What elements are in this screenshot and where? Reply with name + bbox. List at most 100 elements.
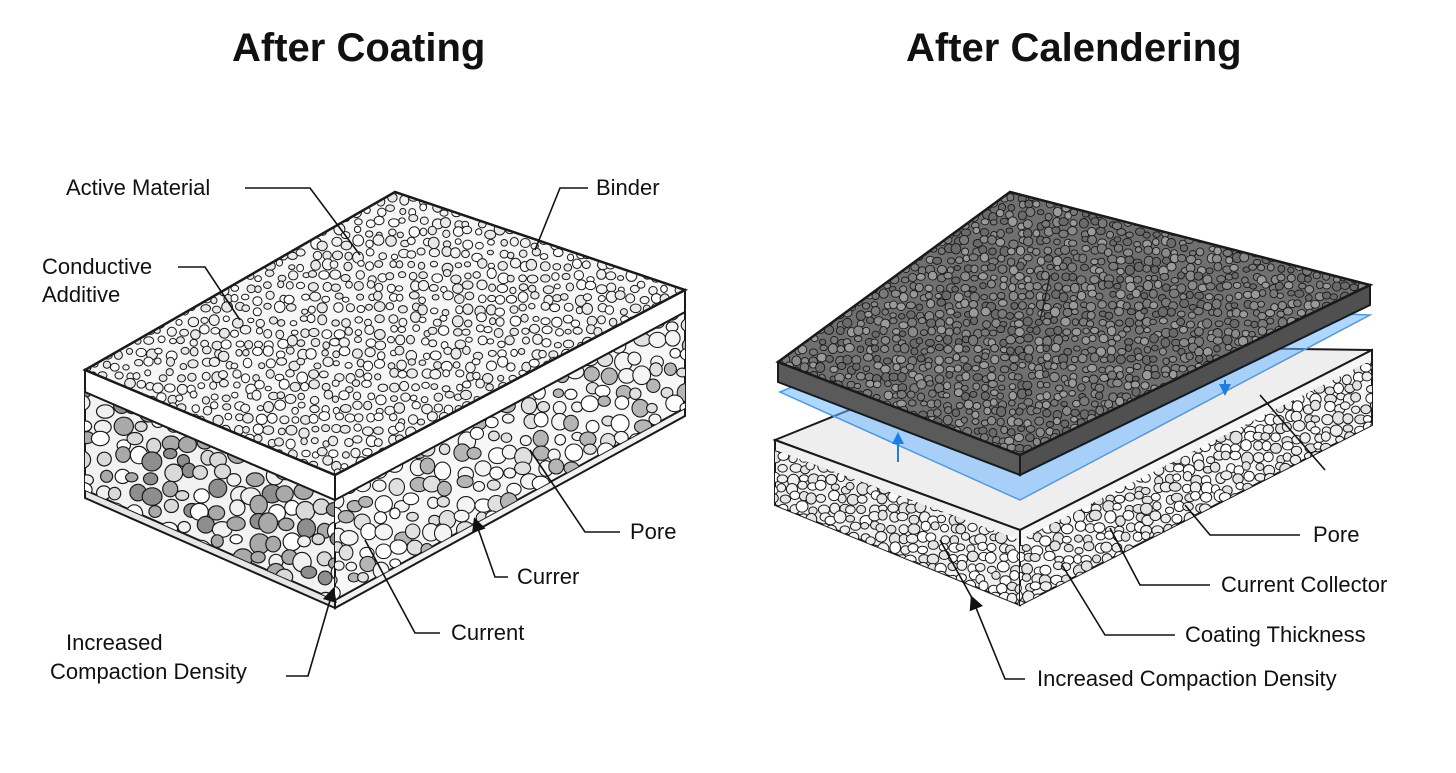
- particle: [1166, 546, 1174, 553]
- particle: [318, 571, 332, 585]
- particle: [389, 315, 398, 324]
- particle: [1285, 243, 1294, 253]
- particle: [1376, 525, 1385, 534]
- particle: [311, 260, 321, 270]
- particle: [583, 510, 599, 525]
- particle: [275, 438, 284, 446]
- particle: [1361, 251, 1368, 257]
- particle: [111, 229, 120, 238]
- particle: [1366, 554, 1375, 564]
- particle: [1179, 185, 1188, 195]
- particle: [1090, 276, 1099, 284]
- particle: [790, 603, 801, 613]
- particle: [482, 572, 500, 589]
- particle: [175, 583, 195, 600]
- particle: [1061, 245, 1070, 254]
- particle: [131, 573, 143, 585]
- particle: [1142, 203, 1151, 210]
- particle: [319, 371, 328, 378]
- particle: [675, 214, 685, 225]
- particle: [149, 317, 156, 323]
- particle: [1195, 259, 1201, 264]
- particle: [301, 329, 310, 338]
- particle: [927, 347, 934, 353]
- particle: [519, 250, 527, 257]
- particle: [218, 351, 229, 361]
- particle: [1253, 491, 1263, 500]
- particle: [872, 212, 880, 219]
- particle: [1285, 209, 1292, 216]
- particle: [783, 218, 791, 226]
- particle: [847, 249, 854, 255]
- particle: [77, 403, 85, 411]
- particle: [891, 239, 899, 246]
- particle: [252, 390, 261, 400]
- particle: [772, 185, 779, 191]
- particle: [1006, 313, 1014, 320]
- particle: [465, 292, 474, 300]
- particle: [585, 281, 595, 289]
- particle: [1325, 455, 1335, 463]
- particle: [255, 286, 261, 293]
- particle: [1333, 256, 1342, 263]
- particle: [324, 390, 333, 399]
- particle: [884, 266, 890, 273]
- particle: [110, 536, 129, 552]
- particle: [488, 295, 496, 301]
- particle: [264, 251, 271, 258]
- particle: [341, 184, 348, 192]
- particle: [91, 431, 109, 445]
- particle: [339, 391, 349, 400]
- particle: [1303, 525, 1312, 534]
- particle: [1062, 536, 1071, 543]
- particle: [1296, 227, 1302, 234]
- particle: [1202, 583, 1211, 591]
- particle: [998, 184, 1005, 190]
- particle: [110, 363, 119, 371]
- particle: [202, 397, 209, 404]
- particle: [1154, 596, 1164, 605]
- particle: [853, 281, 861, 288]
- particle: [775, 222, 782, 229]
- particle: [1264, 452, 1274, 462]
- particle: [1030, 582, 1040, 590]
- particle: [845, 212, 852, 220]
- particle: [1302, 494, 1313, 504]
- particle: [831, 275, 838, 281]
- particle: [889, 254, 896, 261]
- particle: [1280, 463, 1291, 474]
- particle: [319, 271, 329, 280]
- particle: [211, 328, 220, 335]
- particle: [1354, 455, 1364, 463]
- particle: [266, 230, 272, 236]
- particle: [650, 363, 662, 376]
- particle: [1240, 241, 1249, 248]
- particle: [927, 299, 935, 308]
- particle: [1051, 317, 1058, 324]
- particle: [900, 221, 907, 227]
- particle: [468, 588, 482, 600]
- particle: [463, 346, 471, 354]
- particle: [346, 562, 357, 571]
- particle: [910, 247, 917, 253]
- particle: [1236, 554, 1245, 563]
- particle: [1250, 302, 1259, 310]
- particle: [674, 250, 685, 261]
- particle: [485, 230, 496, 239]
- particle: [907, 534, 919, 543]
- particle: [1236, 211, 1243, 217]
- particle: [573, 259, 582, 268]
- particle: [510, 306, 518, 314]
- particle: [874, 264, 881, 271]
- particle: [148, 306, 157, 314]
- particle: [1000, 276, 1007, 282]
- particle: [897, 236, 904, 243]
- particle: [1340, 221, 1348, 229]
- particle: [1177, 318, 1185, 326]
- particle: [608, 216, 616, 223]
- particle: [1248, 212, 1257, 221]
- particle: [809, 532, 818, 539]
- particle: [241, 231, 250, 240]
- particle: [178, 375, 186, 382]
- particle: [1061, 524, 1073, 534]
